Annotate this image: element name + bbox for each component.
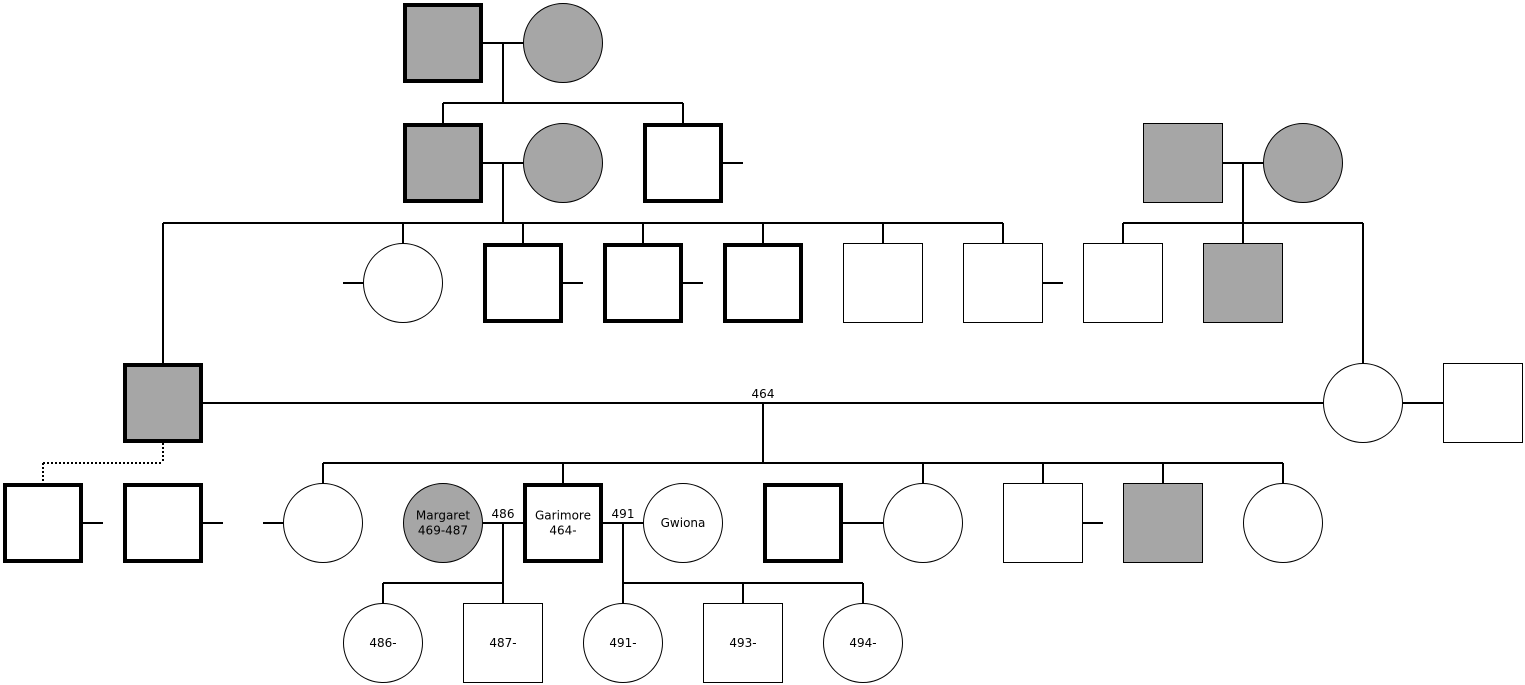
male-square [463,603,543,683]
male-square [963,243,1043,323]
person-g5-child-4 [1003,483,1083,563]
male-square [123,483,203,563]
male-square [483,243,563,323]
female-circle [583,603,663,683]
person-g3-sibling-3 [603,243,683,323]
female-circle [1323,363,1403,443]
person-g3-sibling-6 [963,243,1043,323]
descent-line [622,523,864,603]
union-label-background [750,387,776,400]
union-label: 464 [752,387,775,401]
person-g4-mother [1323,363,1403,443]
person-g5-child-3-spouse [883,483,963,563]
male-square [703,603,783,683]
male-square [643,123,723,203]
person-label: 464- [549,524,576,538]
descent-line [162,163,1004,363]
male-square [1003,483,1083,563]
person-g3-sibling-1 [363,243,443,323]
female-circle [643,483,723,563]
descent-line [322,403,1284,483]
person-g2-mother [523,123,603,203]
union-label-background [610,507,636,520]
female-circle [403,483,483,563]
female-circle [883,483,963,563]
person-label: 494- [849,636,876,650]
other-union-line [42,443,164,483]
person-g4-mother-partner [1443,363,1523,443]
person-g5-child-5 [1123,483,1203,563]
person-child-487: 487- [463,603,543,683]
male-square [523,483,603,563]
union-label-background [490,507,516,520]
person-label: 487- [489,636,516,650]
person-right-grandmother [1263,123,1343,203]
male-square [3,483,83,563]
person-g1-mother [523,3,603,83]
person-g3-sibling-2 [483,243,563,323]
person-g3-right-sibling-1 [1083,243,1163,323]
female-circle [823,603,903,683]
person-g1-father [403,3,483,83]
female-circle [363,243,443,323]
person-label: 493- [729,636,756,650]
person-g2-father [403,123,483,203]
male-square [1083,243,1163,323]
male-square [1203,243,1283,323]
male-square [603,243,683,323]
person-label: 491- [609,636,636,650]
male-square [123,363,203,443]
female-circle [523,3,603,83]
person-g5-child-6 [1243,483,1323,563]
person-label: Gwiona [661,516,706,530]
person-g3-sibling-5 [843,243,923,323]
female-circle [523,123,603,203]
relationship-lines [42,42,1443,603]
person-g3-right-sibling-2 [1203,243,1283,323]
union-label: 491 [612,507,635,521]
person-g3-sibling-4 [723,243,803,323]
union-label: 486 [492,507,515,521]
person-g5-half-2 [123,483,203,563]
person-child-494: 494- [823,603,903,683]
person-g2-brother [643,123,723,203]
male-square [763,483,843,563]
male-square [723,243,803,323]
male-square [1143,123,1223,203]
female-circle [1243,483,1323,563]
person-g4-father [123,363,203,443]
person-child-491: 491- [583,603,663,683]
person-label: Margaret [416,509,470,523]
male-square [843,243,923,323]
male-square [1443,363,1523,443]
person-label: 486- [369,636,396,650]
person-label: 469-487 [418,524,468,538]
male-square [403,123,483,203]
male-square [403,3,483,83]
person-g5-child-1 [283,483,363,563]
person-label: Garimore [535,509,591,523]
person-gwiona: Gwiona [643,483,723,563]
descent-line [382,523,504,603]
person-child-493: 493- [703,603,783,683]
descent-line [442,43,684,123]
person-g5-half-1 [3,483,83,563]
descent-line [1122,163,1364,363]
person-child-486: 486- [343,603,423,683]
person-right-grandfather [1143,123,1223,203]
female-circle [343,603,423,683]
person-g5-child-3 [763,483,843,563]
female-circle [1263,123,1343,203]
female-circle [283,483,363,563]
union-labels: 464 486 491 [490,387,776,521]
male-square [1123,483,1203,563]
